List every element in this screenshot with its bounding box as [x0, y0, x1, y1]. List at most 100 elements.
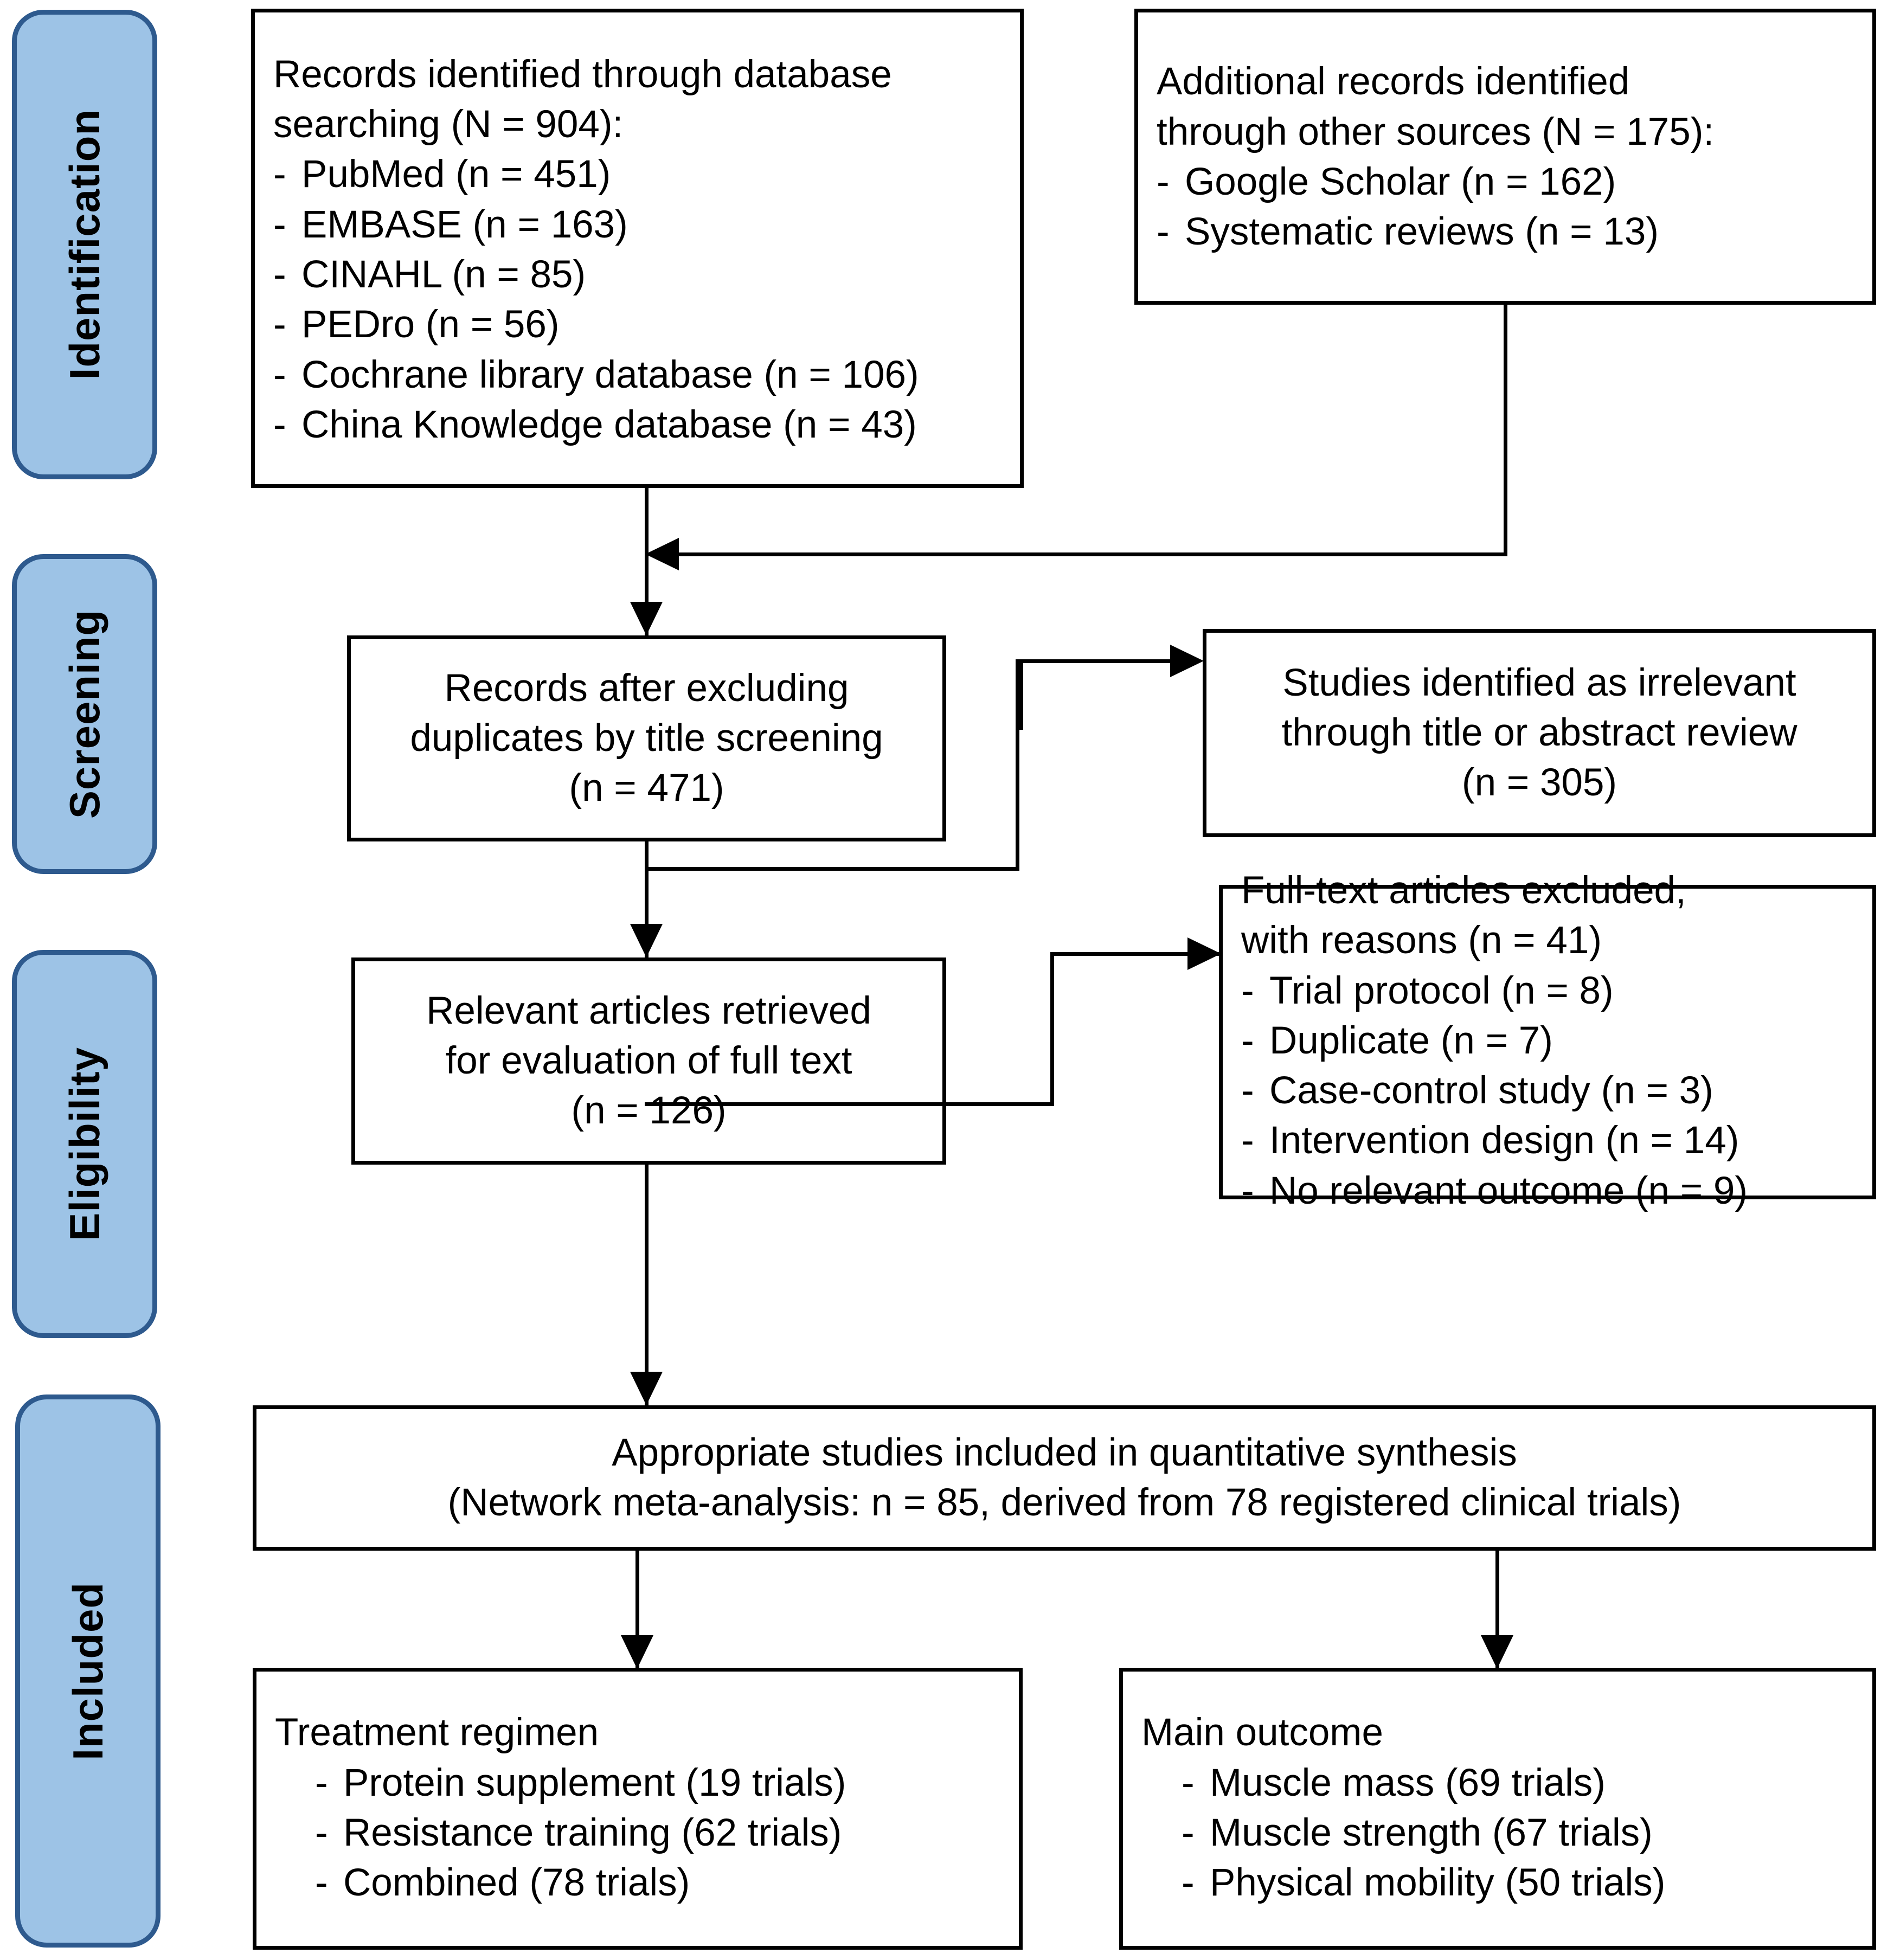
main-outcome-item-muscle-mass: - Muscle mass (69 trials)	[1182, 1758, 1854, 1808]
bullet-dash: -	[1241, 1119, 1254, 1162]
full-text-excluded-heading-line1: Full-text articles excluded,	[1241, 869, 1686, 912]
box-relevant-articles-retrieved: Relevant articles retrieved for evaluati…	[351, 957, 946, 1165]
full-text-excluded-item-label: Case-control study (n = 3)	[1269, 1069, 1713, 1113]
stage-pill-screening: Screening	[12, 554, 157, 874]
bullet-dash: -	[273, 403, 286, 446]
connector-duplicates-elbow-vertical	[1016, 659, 1019, 871]
box-treatment-regimen: Treatment regimen - Protein supplement (…	[253, 1668, 1023, 1950]
other-sources-item-google-scholar: - Google Scholar (n = 162)	[1157, 157, 1854, 207]
irrelevant-line3: (n = 305)	[1461, 761, 1617, 805]
bullet-dash: -	[1241, 1069, 1254, 1113]
full-text-retrieved-line1: Relevant articles retrieved	[426, 989, 871, 1032]
database-search-heading-line1: Records identified through database	[273, 53, 892, 96]
box-full-text-articles-excluded: Full-text articles excluded, with reason…	[1219, 869, 1876, 1212]
irrelevant-line2: through title or abstract review	[1281, 711, 1797, 754]
connector-synthesis-to-outcome-vertical	[1495, 1551, 1499, 1671]
full-text-retrieved-line3: (n = 126)	[571, 1089, 727, 1133]
database-search-item-label: EMBASE (n = 163)	[301, 203, 628, 246]
connector-other-sources-arrowhead	[645, 538, 679, 570]
connector-synthesis-to-treatment-arrowhead	[621, 1635, 653, 1669]
other-sources-item-label: Google Scholar (n = 162)	[1185, 160, 1616, 203]
full-text-excluded-item-no-relevant-outcome: - No relevant outcome (n = 9)	[1241, 1166, 1854, 1216]
database-search-item-label: China Knowledge database (n = 43)	[301, 403, 917, 446]
full-text-excluded-item-trial-protocol: - Trial protocol (n = 8)	[1241, 966, 1854, 1016]
synthesis-line1: Appropriate studies included in quantita…	[612, 1431, 1517, 1474]
connector-duplicates-to-eligibility-arrowhead	[630, 924, 663, 957]
box-quantitative-synthesis: Appropriate studies included in quantita…	[253, 1405, 1876, 1551]
main-outcome-item-muscle-strength: - Muscle strength (67 trials)	[1182, 1808, 1854, 1858]
bullet-dash: -	[273, 253, 286, 296]
stage-pill-included-label: Included	[64, 1582, 112, 1760]
database-search-item-embase: - EMBASE (n = 163)	[273, 200, 1002, 250]
treatment-regimen-heading: Treatment regimen	[275, 1711, 599, 1755]
connector-other-sources-horizontal	[678, 552, 1507, 556]
box-studies-identified-irrelevant: Studies identified as irrelevant through…	[1203, 629, 1876, 837]
main-outcome-heading: Main outcome	[1141, 1711, 1383, 1755]
main-outcome-item-physical-mobility: - Physical mobility (50 trials)	[1182, 1858, 1854, 1908]
connector-synthesis-to-treatment-vertical	[635, 1551, 639, 1671]
full-text-retrieved-line2: for evaluation of full text	[445, 1039, 852, 1082]
box-records-identified-database: Records identified through database sear…	[251, 9, 1024, 488]
stage-pill-screening-label: Screening	[61, 609, 108, 819]
connector-eligibility-to-synthesis-vertical	[645, 1165, 649, 1406]
connector-db-to-screening-arrowhead	[630, 602, 663, 635]
after-duplicates-line3: (n = 471)	[569, 767, 724, 810]
stage-pill-included: Included	[15, 1395, 161, 1948]
main-outcome-item-label: Muscle strength (67 trials)	[1210, 1811, 1653, 1854]
synthesis-line2: (Network meta-analysis: n = 85, derived …	[447, 1481, 1681, 1524]
full-text-excluded-item-duplicate: - Duplicate (n = 7)	[1241, 1016, 1854, 1066]
bullet-dash: -	[1182, 1861, 1195, 1905]
connector-duplicates-to-irrelevant-horizontal	[1019, 659, 1170, 663]
database-search-item-label: PEDro (n = 56)	[301, 303, 560, 346]
database-search-item-pubmed: - PubMed (n = 451)	[273, 150, 1002, 200]
stage-pill-identification: Identification	[12, 10, 157, 479]
full-text-excluded-item-label: Duplicate (n = 7)	[1269, 1019, 1553, 1062]
other-sources-heading-line2: through other sources (N = 175):	[1157, 110, 1715, 153]
after-duplicates-line1: Records after excluding	[444, 666, 849, 710]
database-search-item-cinahl: - CINAHL (n = 85)	[273, 250, 1002, 300]
connector-other-sources-vertical	[1504, 305, 1507, 556]
treatment-regimen-item-label: Resistance training (62 trials)	[343, 1811, 842, 1854]
database-search-heading-line2: searching (N = 904):	[273, 103, 624, 146]
connector-eligibility-elbow-horizontal	[645, 1102, 1054, 1106]
connector-eligibility-to-excluded-vertical	[1050, 952, 1054, 1106]
treatment-regimen-item-label: Protein supplement (19 trials)	[343, 1761, 846, 1804]
bullet-dash: -	[1182, 1761, 1195, 1804]
bullet-dash: -	[315, 1811, 328, 1854]
full-text-excluded-item-label: Intervention design (n = 14)	[1269, 1119, 1739, 1162]
connector-duplicates-elbow-horizontal	[645, 867, 1019, 871]
database-search-item-label: CINAHL (n = 85)	[301, 253, 586, 296]
connector-duplicates-to-irrelevant-arrowhead	[1170, 645, 1204, 677]
bullet-dash: -	[273, 303, 286, 346]
stage-pill-eligibility: Eligibility	[12, 950, 157, 1338]
main-outcome-item-label: Physical mobility (50 trials)	[1210, 1861, 1666, 1905]
treatment-regimen-item-combined: - Combined (78 trials)	[315, 1858, 1000, 1908]
connector-eligibility-to-synthesis-arrowhead	[630, 1372, 663, 1405]
bullet-dash: -	[273, 203, 286, 246]
irrelevant-line1: Studies identified as irrelevant	[1282, 661, 1796, 704]
connector-eligibility-to-excluded-arrowhead	[1187, 937, 1221, 970]
other-sources-item-label: Systematic reviews (n = 13)	[1185, 210, 1659, 254]
database-search-item-label: Cochrane library database (n = 106)	[301, 353, 919, 396]
stage-pill-eligibility-label: Eligibility	[61, 1047, 108, 1241]
box-records-after-excluding-duplicates: Records after excluding duplicates by ti…	[347, 635, 946, 841]
connector-synthesis-to-outcome-arrowhead	[1481, 1635, 1513, 1669]
full-text-excluded-item-label: Trial protocol (n = 8)	[1269, 969, 1614, 1012]
bullet-dash: -	[1241, 1169, 1254, 1212]
bullet-dash: -	[1241, 969, 1254, 1012]
full-text-excluded-item-label: No relevant outcome (n = 9)	[1269, 1169, 1748, 1212]
treatment-regimen-item-resistance-training: - Resistance training (62 trials)	[315, 1808, 1000, 1858]
connector-duplicates-to-eligibility-vertical	[645, 841, 649, 960]
other-sources-heading-line1: Additional records identified	[1157, 60, 1630, 104]
bullet-dash: -	[315, 1761, 328, 1804]
bullet-dash: -	[1157, 160, 1170, 203]
connector-duplicates-to-irrelevant-vertical	[1019, 659, 1023, 730]
full-text-excluded-item-case-control: - Case-control study (n = 3)	[1241, 1066, 1854, 1116]
box-main-outcome: Main outcome - Muscle mass (69 trials) -…	[1119, 1668, 1876, 1950]
full-text-excluded-heading-line2: with reasons (n = 41)	[1241, 919, 1602, 962]
after-duplicates-line2: duplicates by title screening	[410, 716, 883, 760]
database-search-item-label: PubMed (n = 451)	[301, 153, 611, 196]
connector-eligibility-to-excluded-horizontal	[1050, 952, 1222, 956]
bullet-dash: -	[315, 1861, 328, 1905]
